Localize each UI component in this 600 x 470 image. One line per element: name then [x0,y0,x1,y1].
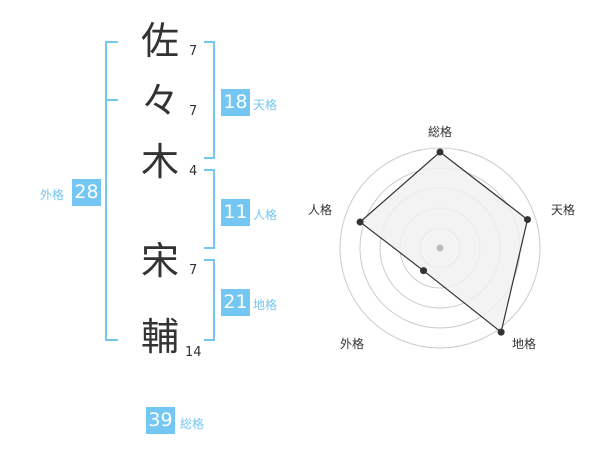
jinkaku-label: 人格 [253,208,278,222]
gaikaku-bracket [105,41,118,341]
chikaku-bracket [204,259,215,341]
radar-dots [356,148,531,336]
name-char-3: 木 [140,140,179,184]
name-char-1: 佐 [140,19,179,63]
soukaku-label: 総格 [180,417,205,431]
radar-label-gaikaku: 外格 [340,337,365,351]
radar-point-1 [436,148,444,156]
name-char-4: 宋 [140,239,179,283]
gaikaku-value: 28 [72,179,101,206]
name-char-2: 々 [140,79,179,123]
chikaku-value: 21 [221,289,250,316]
stroke-count-1: 7 [189,44,198,59]
tenkaku-label: 天格 [253,98,278,112]
stroke-count-4: 7 [189,263,198,278]
stroke-count-2: 7 [189,104,198,119]
radar-label-tenkaku: 天格 [551,203,576,217]
tenkaku-value: 18 [221,89,250,116]
tenkaku-bracket [204,41,215,159]
radar-point-3 [497,328,505,336]
name-char-5: 輔 [140,315,179,359]
jinkaku-bracket [204,169,215,249]
radar-label-chikaku: 地格 [512,337,537,351]
stroke-count-5: 14 [185,345,202,360]
stroke-count-3: 4 [189,164,198,179]
gaikaku-label: 外格 [40,188,65,202]
jinkaku-value: 11 [221,199,250,226]
radar-polygon [359,151,529,334]
radar-point-4 [420,267,428,275]
radar-label-jinkaku: 人格 [308,203,333,217]
radar-label-soukaku: 総格 [428,125,453,139]
soukaku-value: 39 [146,407,175,434]
radar-ring-5 [339,147,541,349]
radar-point-2 [523,216,531,224]
radar-center-dot [436,244,444,252]
radar-point-5 [356,218,364,226]
chikaku-label: 地格 [253,298,278,312]
